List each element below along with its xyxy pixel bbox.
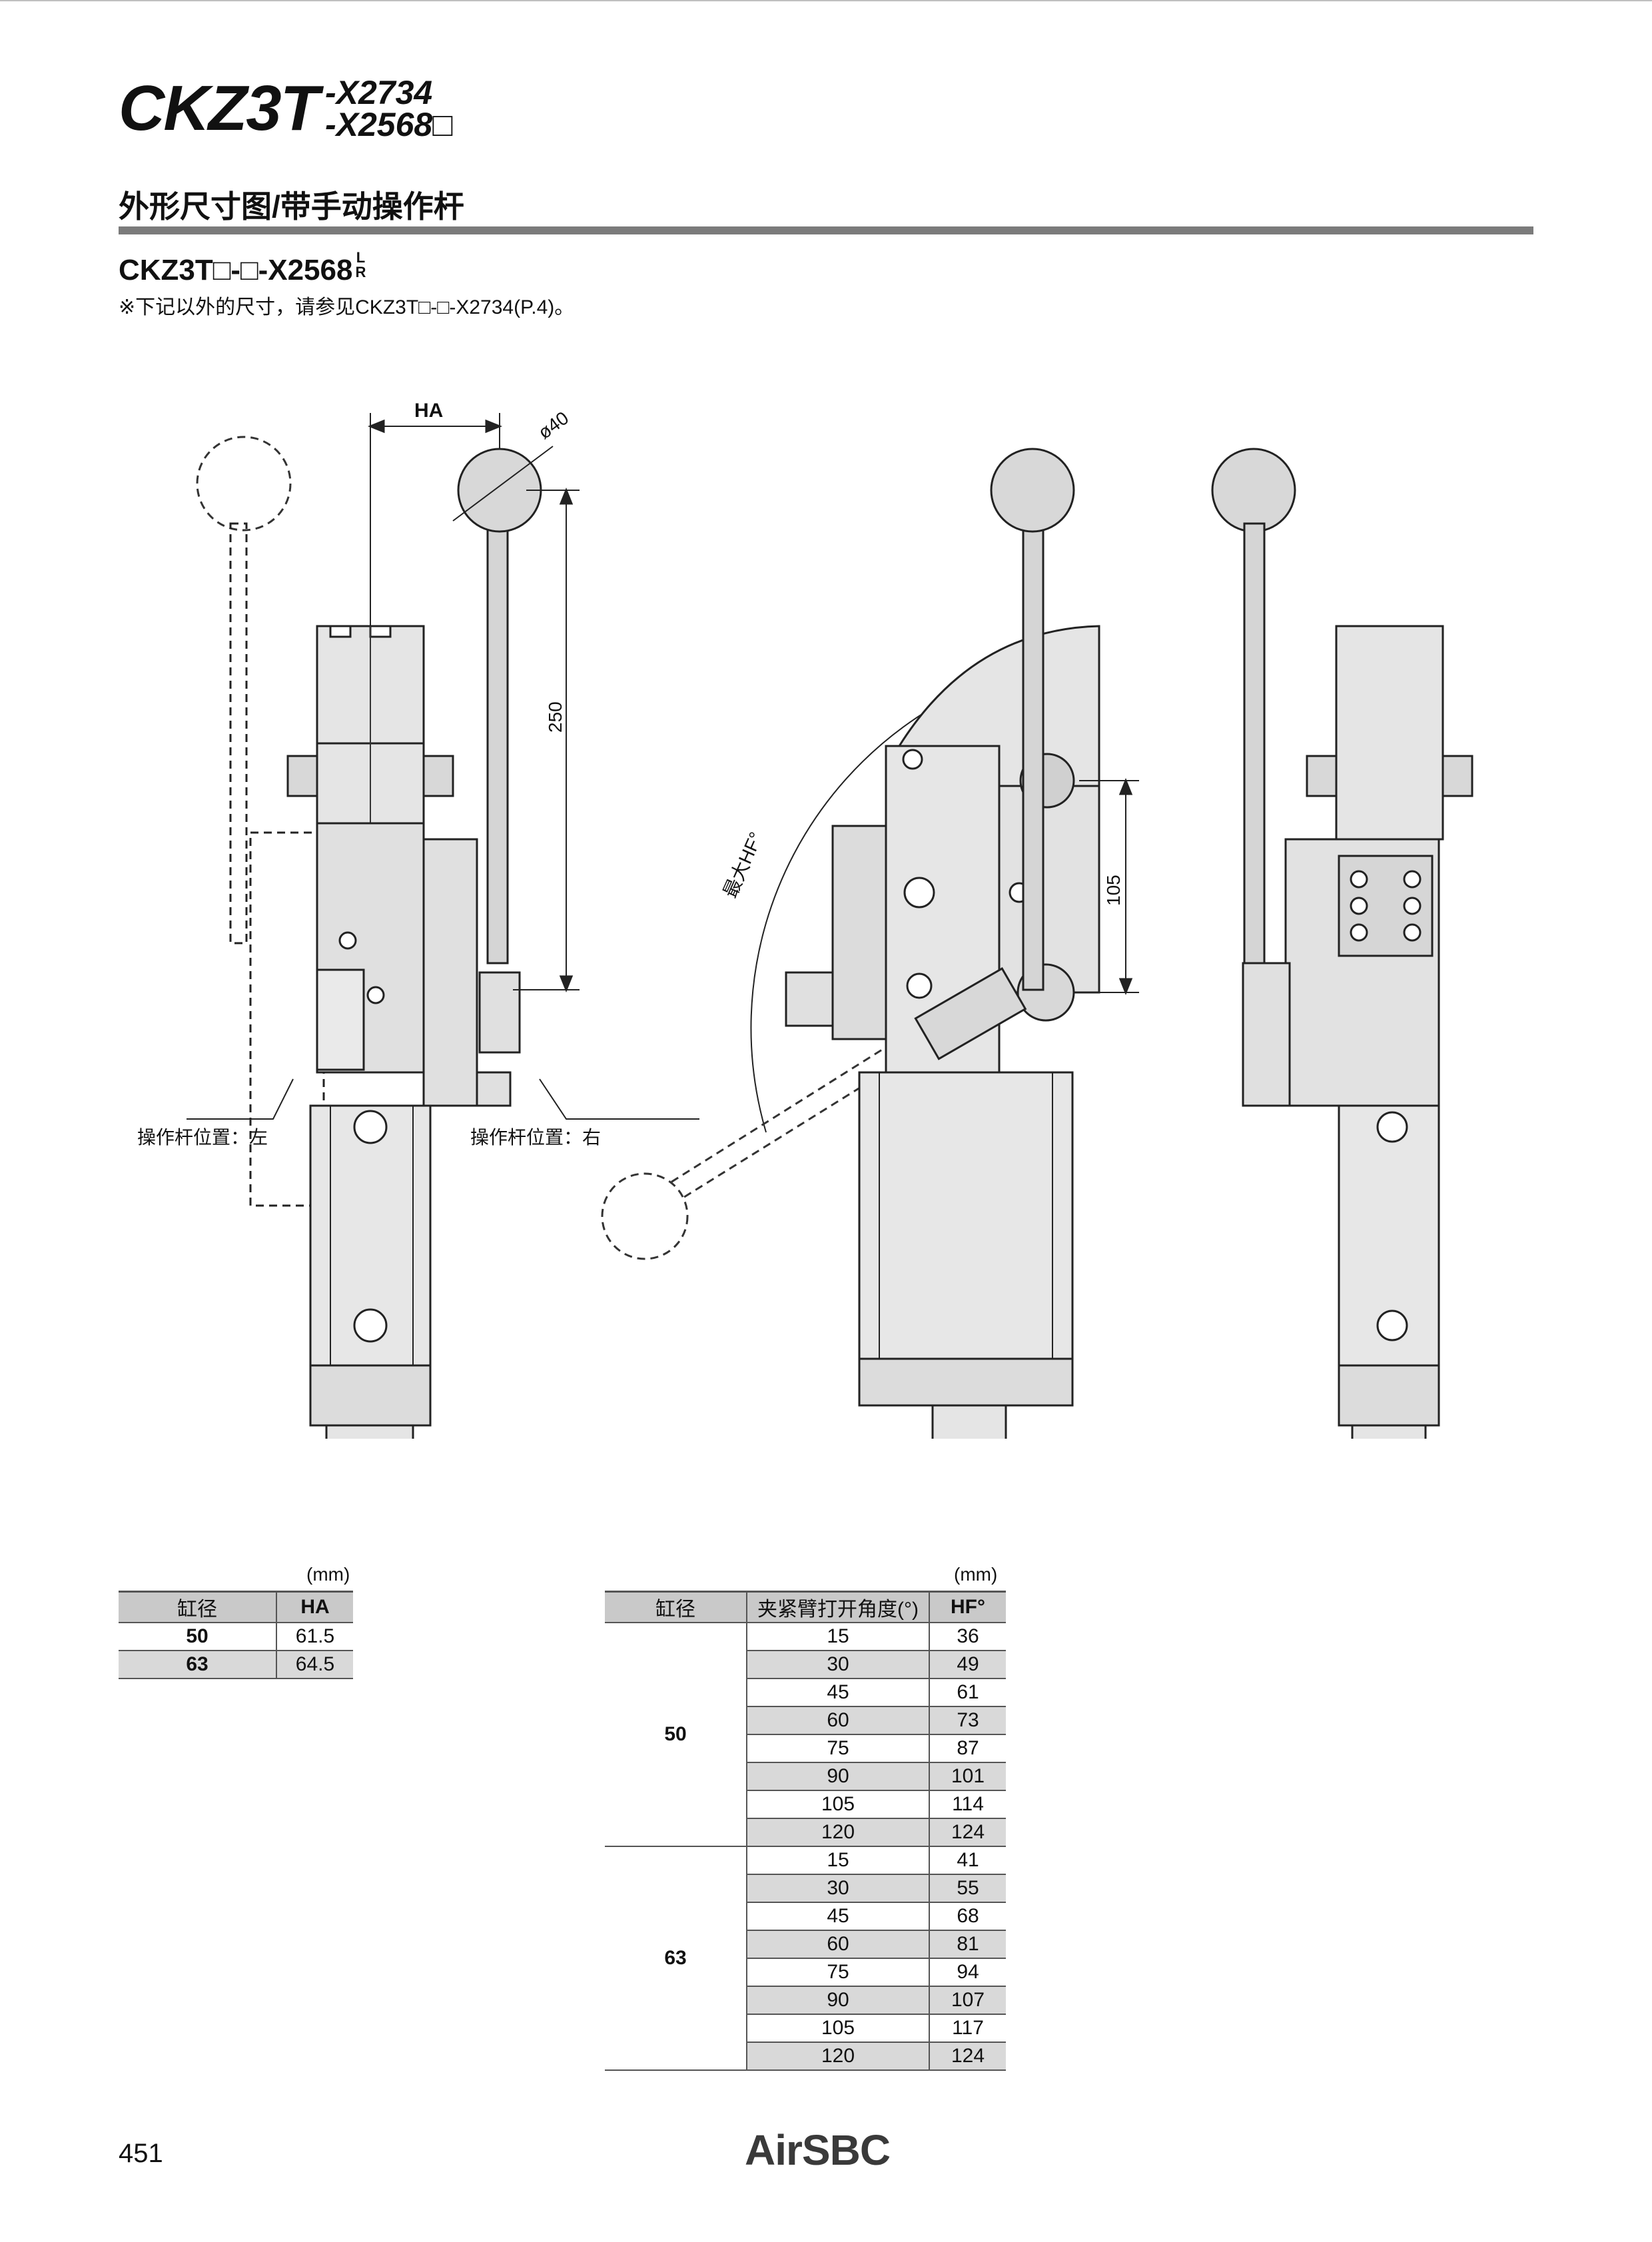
cell-angle: 75: [746, 1734, 929, 1763]
cell-hf: 61: [929, 1679, 1006, 1707]
page-number: 451: [119, 2139, 163, 2168]
cell-angle: 120: [746, 2042, 929, 2071]
header-bore: 缸径: [119, 1591, 276, 1623]
top-border: [0, 0, 1652, 1]
cell-angle: 30: [746, 1874, 929, 1903]
cell-hf: 94: [929, 1958, 1006, 1987]
side-cylinder: [858, 1071, 1074, 1360]
cell-hf: 114: [929, 1790, 1006, 1819]
cell-angle: 105: [746, 1790, 929, 1819]
title-main: CKZ3T: [119, 73, 319, 144]
model-code-text: CKZ3T□-□-X2568: [119, 254, 353, 286]
dimension-drawing: HA ø40 250 105 最大HF° 操作杆位置：左 操作杆位置：右: [100, 373, 1499, 1439]
table-row: 50 61.5: [119, 1623, 353, 1651]
main-block: [316, 822, 425, 1074]
cell-hf: 101: [929, 1762, 1006, 1791]
cell-angle: 75: [746, 1958, 929, 1987]
side-view: [601, 448, 1139, 1439]
front-view: [187, 413, 699, 1439]
cell-angle: 45: [746, 1902, 929, 1931]
cell-bore-group: 50: [605, 1623, 747, 1847]
cell-hf: 41: [929, 1846, 1006, 1875]
cell-angle: 90: [746, 1762, 929, 1791]
header-angle: 夹紧臂打开角度(°): [746, 1591, 929, 1623]
side-lever-ball: [990, 448, 1075, 533]
cell-bore-group: 63: [605, 1846, 747, 2071]
cell-ha: 64.5: [276, 1651, 353, 1679]
dim-105-label: 105: [1103, 875, 1124, 906]
cell-hf: 55: [929, 1874, 1006, 1903]
cell-hf: 73: [929, 1706, 1006, 1735]
header-ha: HA: [276, 1591, 353, 1623]
lever-right-label: 操作杆位置：右: [470, 1127, 602, 1148]
cell-hf: 81: [929, 1930, 1006, 1959]
cell-angle: 15: [746, 1623, 929, 1651]
rear-view: [1211, 448, 1473, 1439]
hf-table-unit: (mm): [954, 1564, 998, 1585]
ha-table-unit: (mm): [306, 1564, 350, 1585]
cell-hf: 36: [929, 1623, 1006, 1651]
cylinder-cap: [309, 1364, 432, 1427]
table-row: 50 15 36: [605, 1623, 1006, 1847]
header-hf: HF°: [929, 1591, 1006, 1623]
cell-hf: 124: [929, 2042, 1006, 2071]
header-bore: 缸径: [605, 1591, 747, 1623]
table-header-row: 缸径 HA: [119, 1591, 353, 1623]
cell-angle: 45: [746, 1679, 929, 1707]
cell-angle: 60: [746, 1706, 929, 1735]
left-lever-ball-dashed: [196, 436, 292, 532]
model-lr-top: L: [356, 249, 366, 266]
cell-hf: 49: [929, 1651, 1006, 1679]
cell-ha: 61.5: [276, 1623, 353, 1651]
cell-angle: 90: [746, 1986, 929, 2015]
table-row: 63 64.5: [119, 1651, 353, 1679]
reference-note: ※下记以外的尺寸，请参见CKZ3T□-□-X2734(P.4)。: [119, 296, 575, 318]
table-header-row: 缸径 夹紧臂打开角度(°) HF°: [605, 1591, 1006, 1623]
cell-angle: 60: [746, 1930, 929, 1959]
cell-angle: 120: [746, 1818, 929, 1847]
right-lever-rod: [486, 522, 509, 964]
cell-hf: 87: [929, 1734, 1006, 1763]
ha-table: 缸径 HA 50 61.5 63 64.5: [119, 1591, 353, 1679]
cell-hf: 107: [929, 1986, 1006, 2015]
lever-left-label: 操作杆位置：左: [137, 1127, 268, 1148]
section-title: 外形尺寸图/带手动操作杆: [119, 189, 464, 224]
drawing-svg: [187, 413, 1473, 1439]
cell-angle: 15: [746, 1846, 929, 1875]
cell-hf: 124: [929, 1818, 1006, 1847]
left-lever-rod-dashed: [229, 522, 248, 944]
dim-250-label: 250: [545, 701, 566, 733]
model-lr-bottom: R: [355, 264, 366, 280]
brand-logo: AirSBC: [745, 2126, 891, 2174]
cell-angle: 105: [746, 2014, 929, 2043]
dim-ha-label: HA: [414, 400, 444, 422]
cell-bore: 50: [119, 1623, 276, 1651]
table-row: 63 15 41: [605, 1846, 1006, 2071]
title-suffix-1: -X2734: [325, 74, 433, 111]
section-rule: [119, 226, 1533, 234]
side-lever-rod: [1022, 522, 1044, 991]
cell-hf: 68: [929, 1902, 1006, 1931]
title-suffix-2: -X2568□: [325, 106, 453, 143]
cell-hf: 117: [929, 2014, 1006, 2043]
cell-angle: 30: [746, 1651, 929, 1679]
cell-bore: 63: [119, 1651, 276, 1679]
